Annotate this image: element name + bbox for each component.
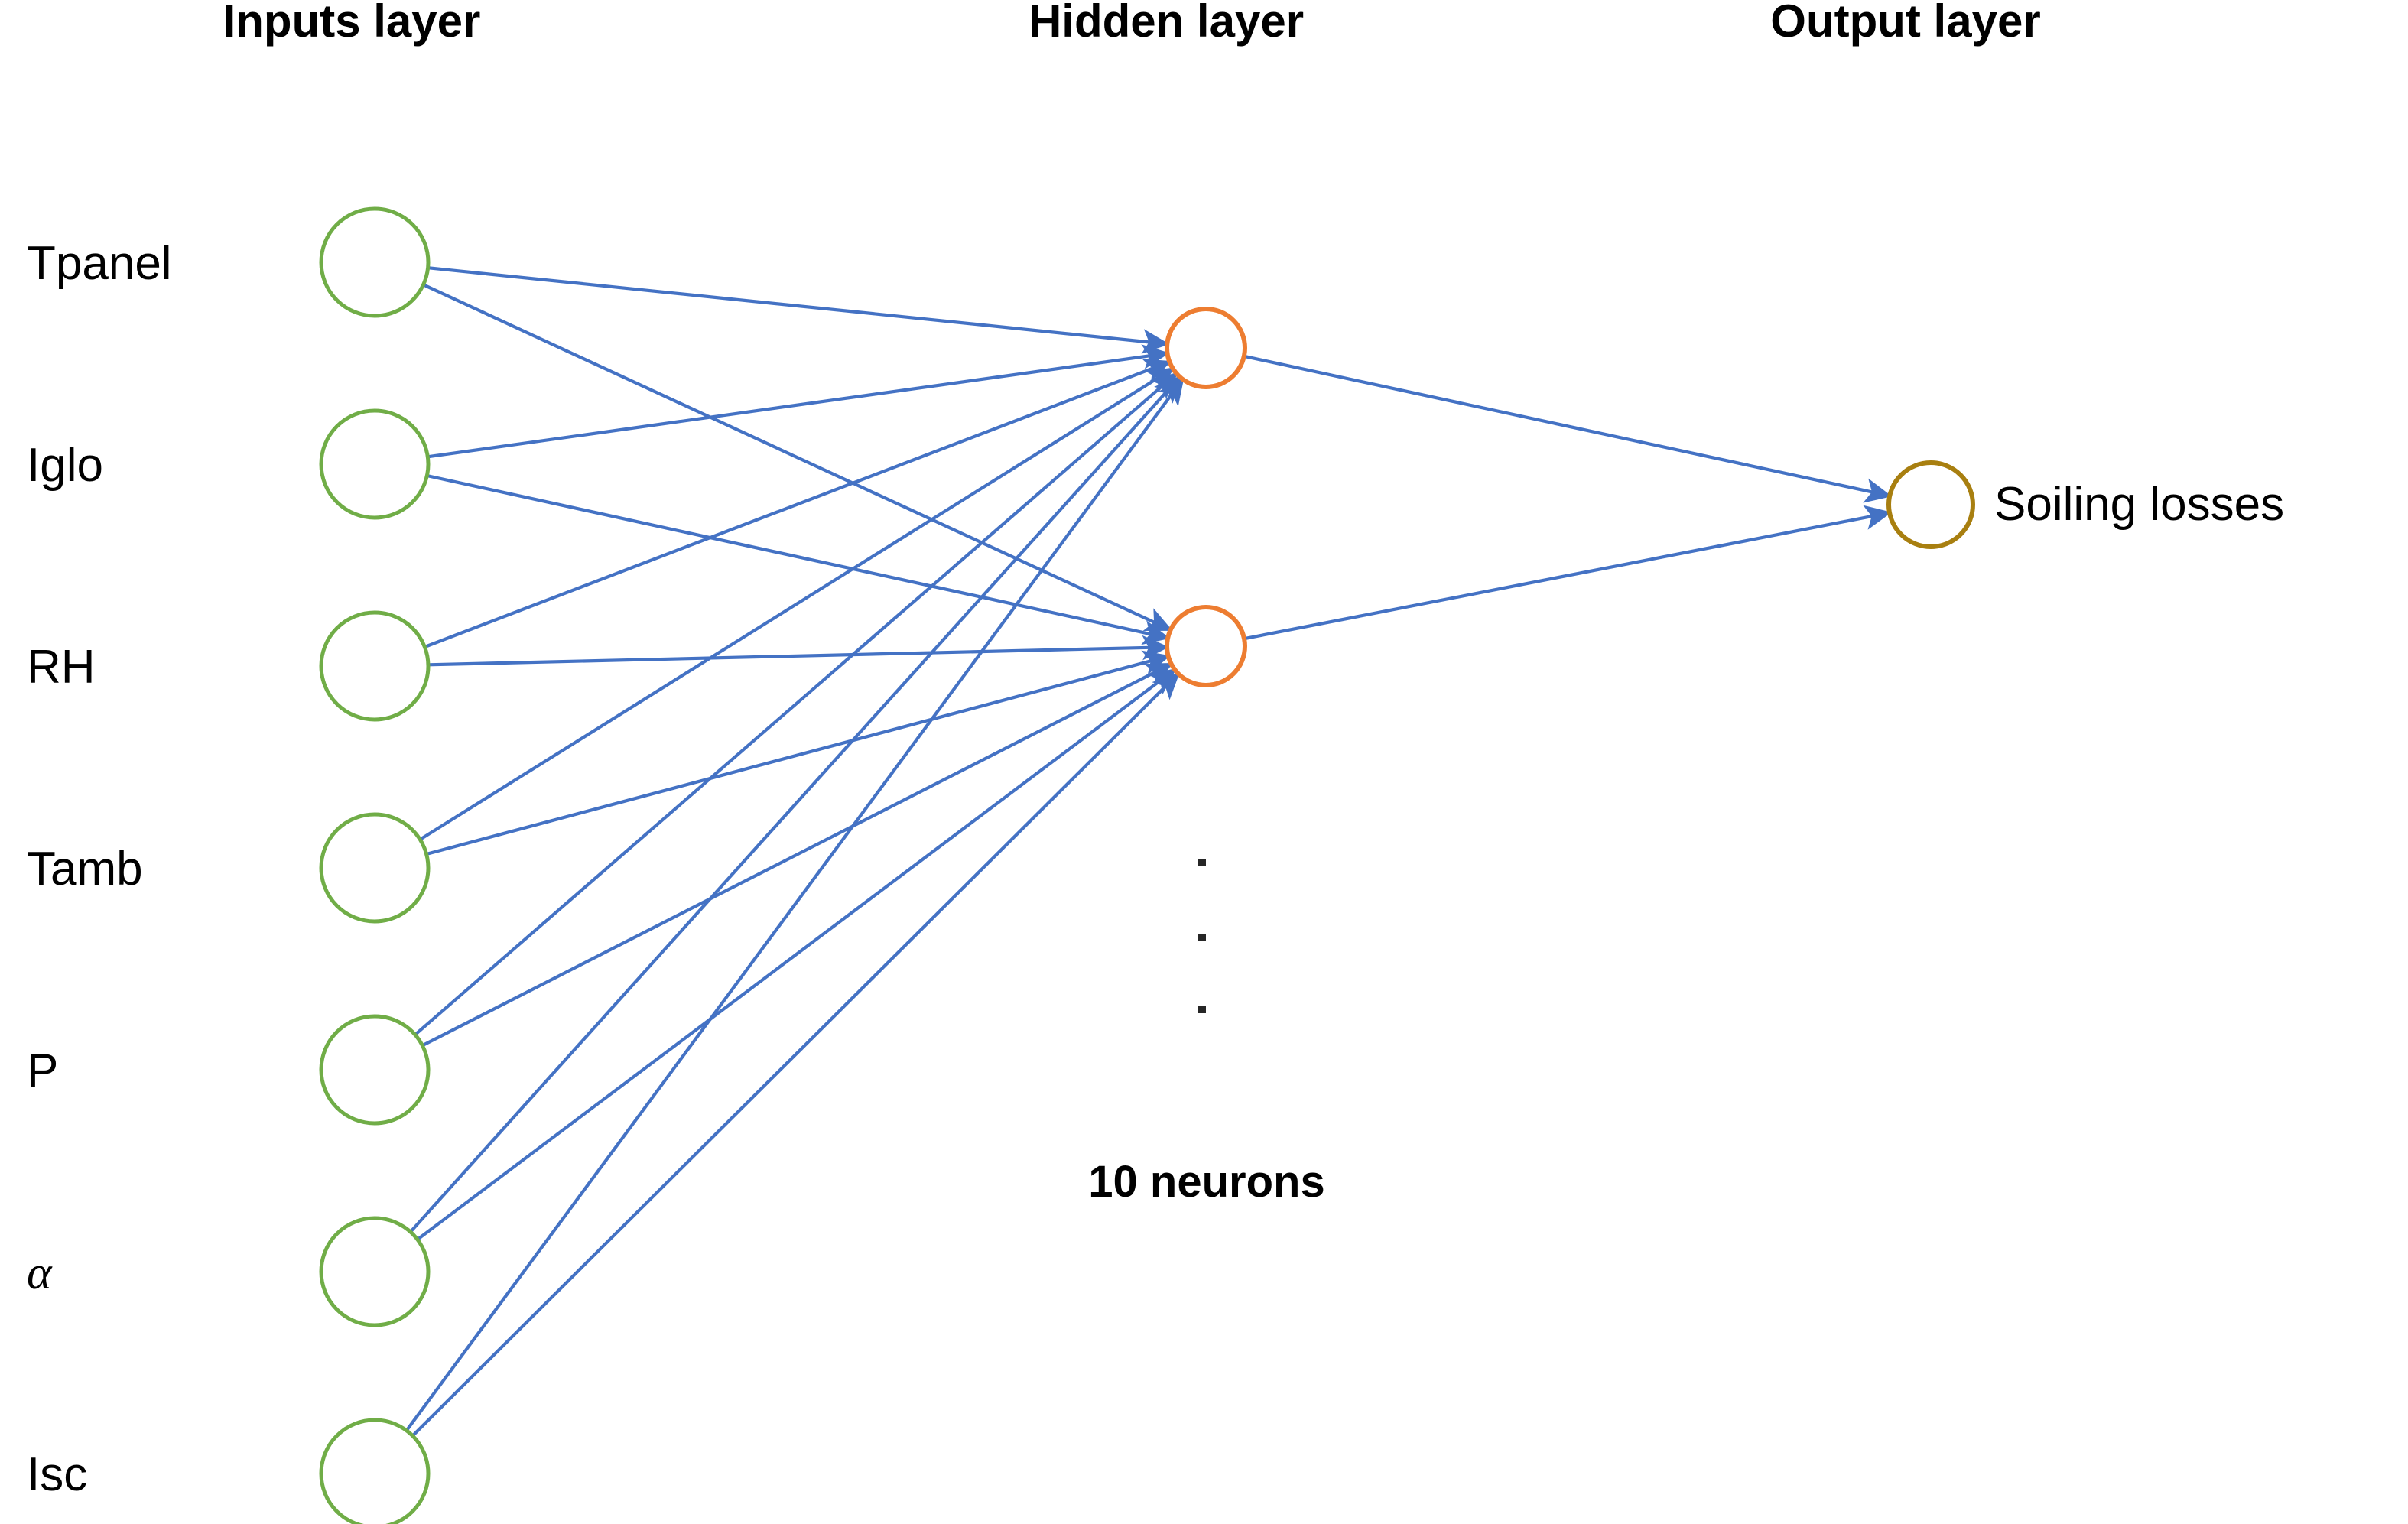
connection-input-1-hidden-0 [427, 344, 1170, 459]
input-node-1[interactable] [319, 408, 431, 520]
ellipsis-dot-1 [1198, 934, 1206, 941]
connection-input-3-hidden-1 [426, 650, 1171, 856]
input-label-6: Isc [27, 1448, 87, 1501]
connection-hidden-1-output [1243, 505, 1893, 641]
hidden-layer-ellipsis [1198, 859, 1206, 1013]
output-node-group [1886, 460, 1975, 549]
input-label-1: Iglo [27, 439, 103, 492]
input-node-4[interactable] [319, 1014, 431, 1126]
input-node-2[interactable] [319, 610, 431, 722]
output-label: Soiling losses [1994, 478, 2284, 531]
input-node-5[interactable] [319, 1216, 431, 1327]
connection-input-4-hidden-1 [421, 662, 1174, 1048]
output-node[interactable] [1886, 460, 1975, 549]
ellipsis-dot-0 [1198, 859, 1206, 866]
input-label-2: RH [27, 641, 96, 694]
input-node-6[interactable] [319, 1418, 431, 1524]
connection-input-5-hidden-0 [409, 375, 1181, 1233]
output-layer-heading: Output layer [1770, 0, 2040, 47]
input-node-0[interactable] [319, 206, 431, 318]
connection-hidden-0-output [1243, 354, 1893, 503]
input-layer-heading: Inputs layer [223, 0, 481, 47]
connection-input-0-hidden-0 [427, 266, 1170, 354]
input-node-group [319, 206, 431, 1524]
connection-input-4-hidden-0 [414, 372, 1178, 1036]
hidden-neuron-count-label: 10 neurons [1088, 1157, 1324, 1207]
connection-input-3-hidden-0 [419, 367, 1175, 841]
connection-input-1-hidden-1 [426, 473, 1171, 645]
connection-input-0-hidden-1 [422, 283, 1173, 631]
ellipsis-dot-2 [1198, 1006, 1206, 1013]
connection-input-2-hidden-1 [427, 635, 1170, 667]
connection-input-6-hidden-0 [405, 377, 1185, 1431]
input-label-5: α [27, 1247, 53, 1299]
edge-group-input-to-hidden [405, 266, 1185, 1438]
connection-input-2-hidden-0 [424, 359, 1172, 648]
connection-input-6-hidden-1 [411, 671, 1180, 1438]
input-label-3: Tamb [27, 843, 143, 895]
hidden-node-group [1165, 307, 1247, 687]
input-node-3[interactable] [319, 812, 431, 924]
hidden-layer-heading: Hidden layer [1029, 0, 1304, 47]
edge-group-hidden-to-output [1243, 354, 1893, 641]
hidden-node-1[interactable] [1165, 605, 1247, 687]
hidden-node-0[interactable] [1165, 307, 1247, 389]
connection-input-5-hidden-1 [416, 668, 1177, 1241]
input-label-4: P [27, 1045, 58, 1097]
input-label-0: Tpanel [27, 237, 172, 290]
